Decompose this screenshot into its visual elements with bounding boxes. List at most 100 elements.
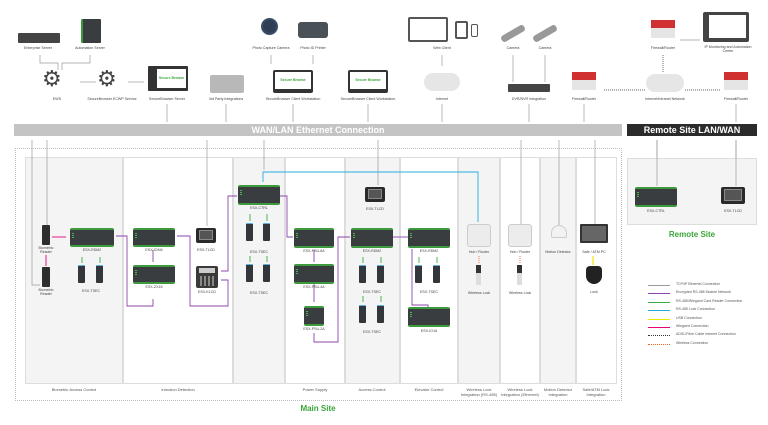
- legend-item: ADSL/Fibre Cable Internet Connection: [648, 332, 763, 338]
- esx-rdm2-b: [351, 228, 393, 248]
- esx-tsec-e1: [359, 305, 366, 323]
- brand-logo: Secure Browse: [350, 72, 386, 89]
- esx-rdm2-a-label: ESX-RDM2: [82, 248, 102, 252]
- esx-psu-6a-label: ESX-PSU-6A: [303, 249, 325, 253]
- legend-item: Encrypted RS-485 Module Network: [648, 290, 763, 296]
- esx-tsec-c2: [263, 264, 270, 282]
- hub-router-2-label: Hub / Router: [509, 250, 531, 254]
- legend-item: RS-485 Lock Connection: [648, 307, 763, 313]
- esx-tsec-f1: [415, 265, 422, 283]
- legend-swatch: [648, 285, 670, 286]
- dvr-icon: [508, 84, 550, 92]
- column-motion: [540, 157, 576, 384]
- legend-label: ADSL/Fibre Cable Internet Connection: [676, 332, 736, 337]
- esx-tlcd-a-label: ESX-TLCD: [197, 248, 215, 252]
- legend-swatch: [648, 301, 670, 303]
- legend-swatch: [648, 310, 670, 312]
- footer-access: Access Control: [358, 387, 386, 392]
- safe-atm-pc-label: Safe / ATM PC: [582, 250, 606, 254]
- footer-wireless-485: Wireless Lock Integration (RS-485): [460, 387, 498, 398]
- client-laptop-2-icon: Secure Browse: [348, 70, 388, 93]
- esx-zx16: [133, 265, 175, 284]
- footer-motion: Motion Detector Integration: [543, 387, 573, 398]
- tablet-icon: [455, 21, 468, 39]
- esx-tsec-a1: [78, 265, 85, 283]
- esx-tsec-f-label: ESX-TSEC: [420, 290, 438, 294]
- esx-tsec-c1: [246, 264, 253, 282]
- esx-psu-4a-label: ESX-PSU-4A: [303, 285, 325, 289]
- legend-label: RS-485/Wiegand Card Reader Connection: [676, 298, 743, 303]
- camera-2-label: Camera: [538, 46, 552, 50]
- esx-rdm2-c-label: ESX-RDM2: [419, 249, 439, 253]
- esx-tlcd-a: [196, 228, 216, 243]
- legend-label: RS-485 Lock Connection: [676, 307, 715, 312]
- internet-cloud-icon: [424, 73, 460, 91]
- esx-rdm2-a: [70, 228, 114, 247]
- wire-enterprise-ews: [39, 55, 59, 70]
- remote-esx-ctrl: [635, 187, 677, 207]
- ecwp-gears-icon: ⚙: [97, 66, 117, 91]
- esx-tsec-d1: [359, 265, 366, 283]
- main-site-boundary: [15, 148, 622, 401]
- legend-item: USB Connection: [648, 316, 763, 322]
- hub-router-1-label: Hub / Router: [468, 250, 490, 254]
- legend-swatch: [648, 327, 670, 328]
- brand-logo: Secure Browse: [275, 72, 311, 89]
- ip-monitoring-label: IP Monitoring and Automation Center: [704, 45, 752, 54]
- column-biometric: [25, 157, 123, 384]
- legend-item: Wiegand Connection: [648, 324, 763, 330]
- esx-ctrl: [238, 185, 280, 205]
- remote-esx-tlcd: [721, 187, 745, 204]
- esx-psu-6a: [294, 228, 334, 248]
- esx-zx16-label: ESX-ZX16: [145, 285, 163, 289]
- motion-detector-label: Motion Detector: [545, 250, 571, 254]
- legend-label: Wireless Connection: [676, 340, 709, 345]
- legend-swatch: [648, 293, 670, 295]
- esx-tsec-b-label: ESX-TSEC: [250, 250, 268, 254]
- footer-elevator: Elevator Control: [414, 387, 444, 392]
- server-label: SecureBrowser Server: [148, 97, 186, 101]
- legend-item: Wireless Connection: [648, 341, 763, 347]
- photo-printer-label: Photo ID Printer: [300, 46, 326, 50]
- camera-1-label: Camera: [506, 46, 520, 50]
- legend-label: TCP/IP Ethernet Connection: [676, 282, 721, 286]
- footer-biometric: Biometric Access Control: [51, 387, 97, 392]
- esx-klcd-keypad: [196, 266, 218, 288]
- legend-swatch: [648, 318, 670, 320]
- firewall-top-label: Firewall/Router: [650, 46, 676, 50]
- main-site-title: Main Site: [300, 404, 336, 413]
- enterprise-server-label: Enterprise Server: [24, 46, 52, 50]
- brand-logo: Secure Browse: [157, 69, 186, 88]
- automation-server-icon: [81, 19, 101, 43]
- web-client-devices-icon: [408, 17, 448, 42]
- firewall-right-label: Firewall/Router: [723, 97, 749, 101]
- wireless-lock-2-label: Wireless Lock: [508, 291, 532, 295]
- esx-tsec-a-label: ESX-TSEC: [82, 289, 100, 293]
- column-elevator: [400, 157, 458, 384]
- enterprise-server-icon: [18, 33, 60, 43]
- remote-lan-bar: Remote Site LAN/WAN: [627, 124, 757, 136]
- esx-rdm2-b-label: ESX-RDM2: [362, 249, 382, 253]
- firewall-top-icon: [651, 20, 675, 38]
- safe-lock-icon: [586, 266, 602, 284]
- esx-tsec-d-label: ESX-TSEC: [363, 290, 381, 294]
- ecwp-service-label: SecureBrowser ECWP Service: [87, 97, 137, 101]
- motion-detector-icon: [551, 225, 567, 238]
- footer-intrusion: Intrusion Detection: [161, 387, 195, 392]
- phone-icon: [471, 24, 478, 37]
- remote-site-title: Remote Site: [668, 230, 716, 239]
- remote-esx-ctrl-label: ESX-CTRL: [647, 209, 665, 213]
- safe-lock-label: Lock: [590, 290, 598, 294]
- esx-tlcd-b-label: ESX-TLCD: [366, 207, 384, 211]
- footer-power: Power Supply: [302, 387, 328, 392]
- esx-tsec-b1: [246, 223, 253, 241]
- client-ws-1-label: SecureBrowser Client Workstation: [265, 97, 321, 101]
- biometric-reader-2-label: Biometric Reader: [38, 288, 54, 297]
- legend-label: Wiegand Connection: [676, 324, 709, 328]
- hub-router-1: [467, 224, 491, 247]
- biometric-reader-1: [42, 225, 50, 245]
- safe-atm-pc-icon: [580, 224, 608, 243]
- wire-automation-ews: [61, 55, 91, 70]
- legend-swatch: [648, 335, 670, 337]
